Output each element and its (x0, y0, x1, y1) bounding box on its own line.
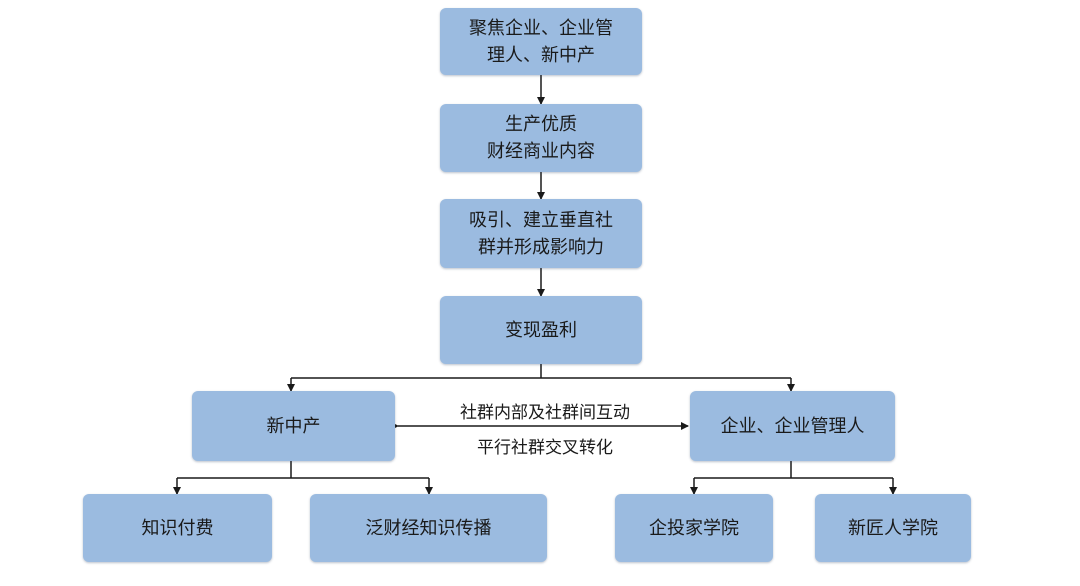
edge-label-interaction: 社群内部及社群间互动 (460, 403, 630, 423)
node-focus: 聚焦企业、企业管 理人、新中产 (440, 8, 642, 75)
node-artisan-academy: 新匠人学院 (815, 494, 971, 562)
node-monetize: 变现盈利 (440, 296, 642, 364)
edge-label-conversion: 平行社群交叉转化 (477, 438, 613, 458)
node-finance-knowledge: 泛财经知识传播 (310, 494, 547, 562)
node-new-middle: 新中产 (192, 391, 395, 461)
node-investor-academy: 企投家学院 (615, 494, 773, 562)
node-produce: 生产优质 财经商业内容 (440, 104, 642, 172)
node-attract: 吸引、建立垂直社 群并形成影响力 (440, 199, 642, 268)
node-paid-knowledge: 知识付费 (83, 494, 272, 562)
node-enterprise: 企业、企业管理人 (690, 391, 895, 461)
